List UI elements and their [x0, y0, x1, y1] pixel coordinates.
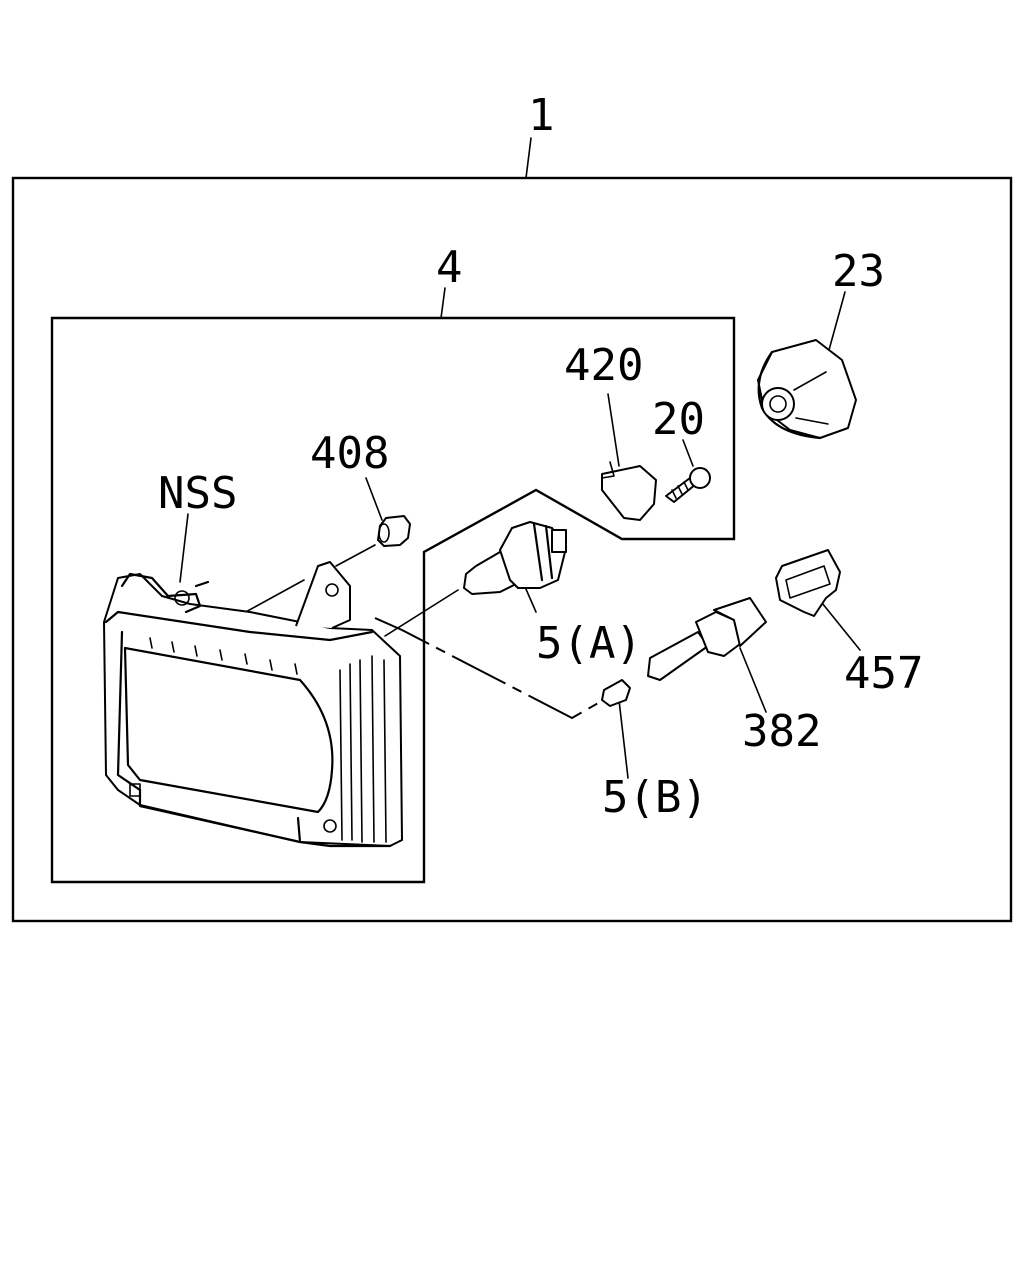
assembly-frame — [11, 176, 1013, 923]
callout-connector: 457 — [844, 648, 923, 699]
leader-headlamp-unit — [440, 287, 446, 319]
leader-bracket — [607, 393, 620, 467]
socket-tube — [647, 631, 709, 681]
housing-left-edge — [116, 630, 142, 792]
leader-side-marker — [828, 291, 846, 351]
bulb-a-flange — [532, 522, 554, 582]
callout-labels: 1 4 23 420 20 408 NSS 5(A) 5(B) 382 457 — [158, 90, 923, 823]
nss-hole — [174, 590, 190, 606]
leader-grommet-link-2 — [241, 579, 305, 615]
bracket-part — [601, 461, 657, 521]
headlamp-unit-frame — [50, 316, 736, 884]
bulb-b-part — [601, 679, 631, 707]
bulb-b-body — [601, 679, 631, 707]
screw-head — [689, 467, 711, 489]
side-marker-lens — [761, 387, 795, 421]
callout-bulb-a: 5(A) — [536, 618, 642, 669]
lens-ribs — [149, 637, 298, 675]
nss-stud — [194, 580, 210, 588]
leader-socket — [739, 647, 767, 713]
leader-grommet-link — [335, 544, 376, 567]
socket-head — [713, 597, 767, 647]
housing-rim — [104, 610, 374, 642]
bulb-a-base — [499, 521, 567, 589]
grommet-end — [378, 523, 390, 543]
bulb-a-part — [463, 521, 567, 595]
housing-tab — [129, 783, 141, 797]
leader-grommet — [365, 477, 383, 521]
leader-assembly — [525, 137, 532, 179]
callout-bracket: 420 — [564, 340, 643, 391]
headlamp-housing — [103, 561, 403, 848]
side-marker-detail — [793, 371, 829, 425]
callout-side-marker: 23 — [832, 246, 885, 297]
callout-grommet: 408 — [310, 428, 389, 479]
guide-bulb-b — [374, 617, 601, 720]
nss-tab — [120, 572, 202, 614]
bracket-body — [601, 465, 657, 521]
callout-socket: 382 — [742, 706, 821, 757]
housing-body — [103, 573, 403, 847]
bulb-a-pins — [551, 529, 567, 553]
leader-nss — [179, 513, 189, 583]
screw-thread — [671, 481, 689, 499]
upper-bracket — [295, 561, 351, 629]
side-ribs — [339, 655, 387, 843]
callout-screw: 20 — [652, 394, 705, 445]
side-marker-part — [757, 339, 857, 440]
connector-face — [785, 565, 831, 599]
leader-bulb-a-link — [384, 589, 459, 637]
housing-base-notch — [296, 816, 302, 844]
grommet-body — [377, 515, 411, 547]
bracket-tab — [601, 461, 615, 479]
callout-assembly: 1 — [528, 90, 555, 141]
callout-nss: NSS — [158, 468, 237, 519]
callout-headlamp-unit: 4 — [436, 242, 463, 293]
leader-screw — [682, 439, 694, 467]
housing-lens — [123, 646, 334, 814]
connector-part — [775, 549, 841, 617]
callout-bulb-b: 5(B) — [602, 772, 708, 823]
socket-part — [647, 597, 767, 681]
side-marker-lens-center — [769, 395, 787, 413]
leader-connector — [817, 597, 861, 651]
upper-bracket-hole — [325, 583, 339, 597]
grommet-part — [377, 515, 411, 547]
screw-part — [665, 467, 711, 503]
leader-bulb-b — [618, 699, 629, 779]
housing-screw-hole — [323, 819, 337, 833]
